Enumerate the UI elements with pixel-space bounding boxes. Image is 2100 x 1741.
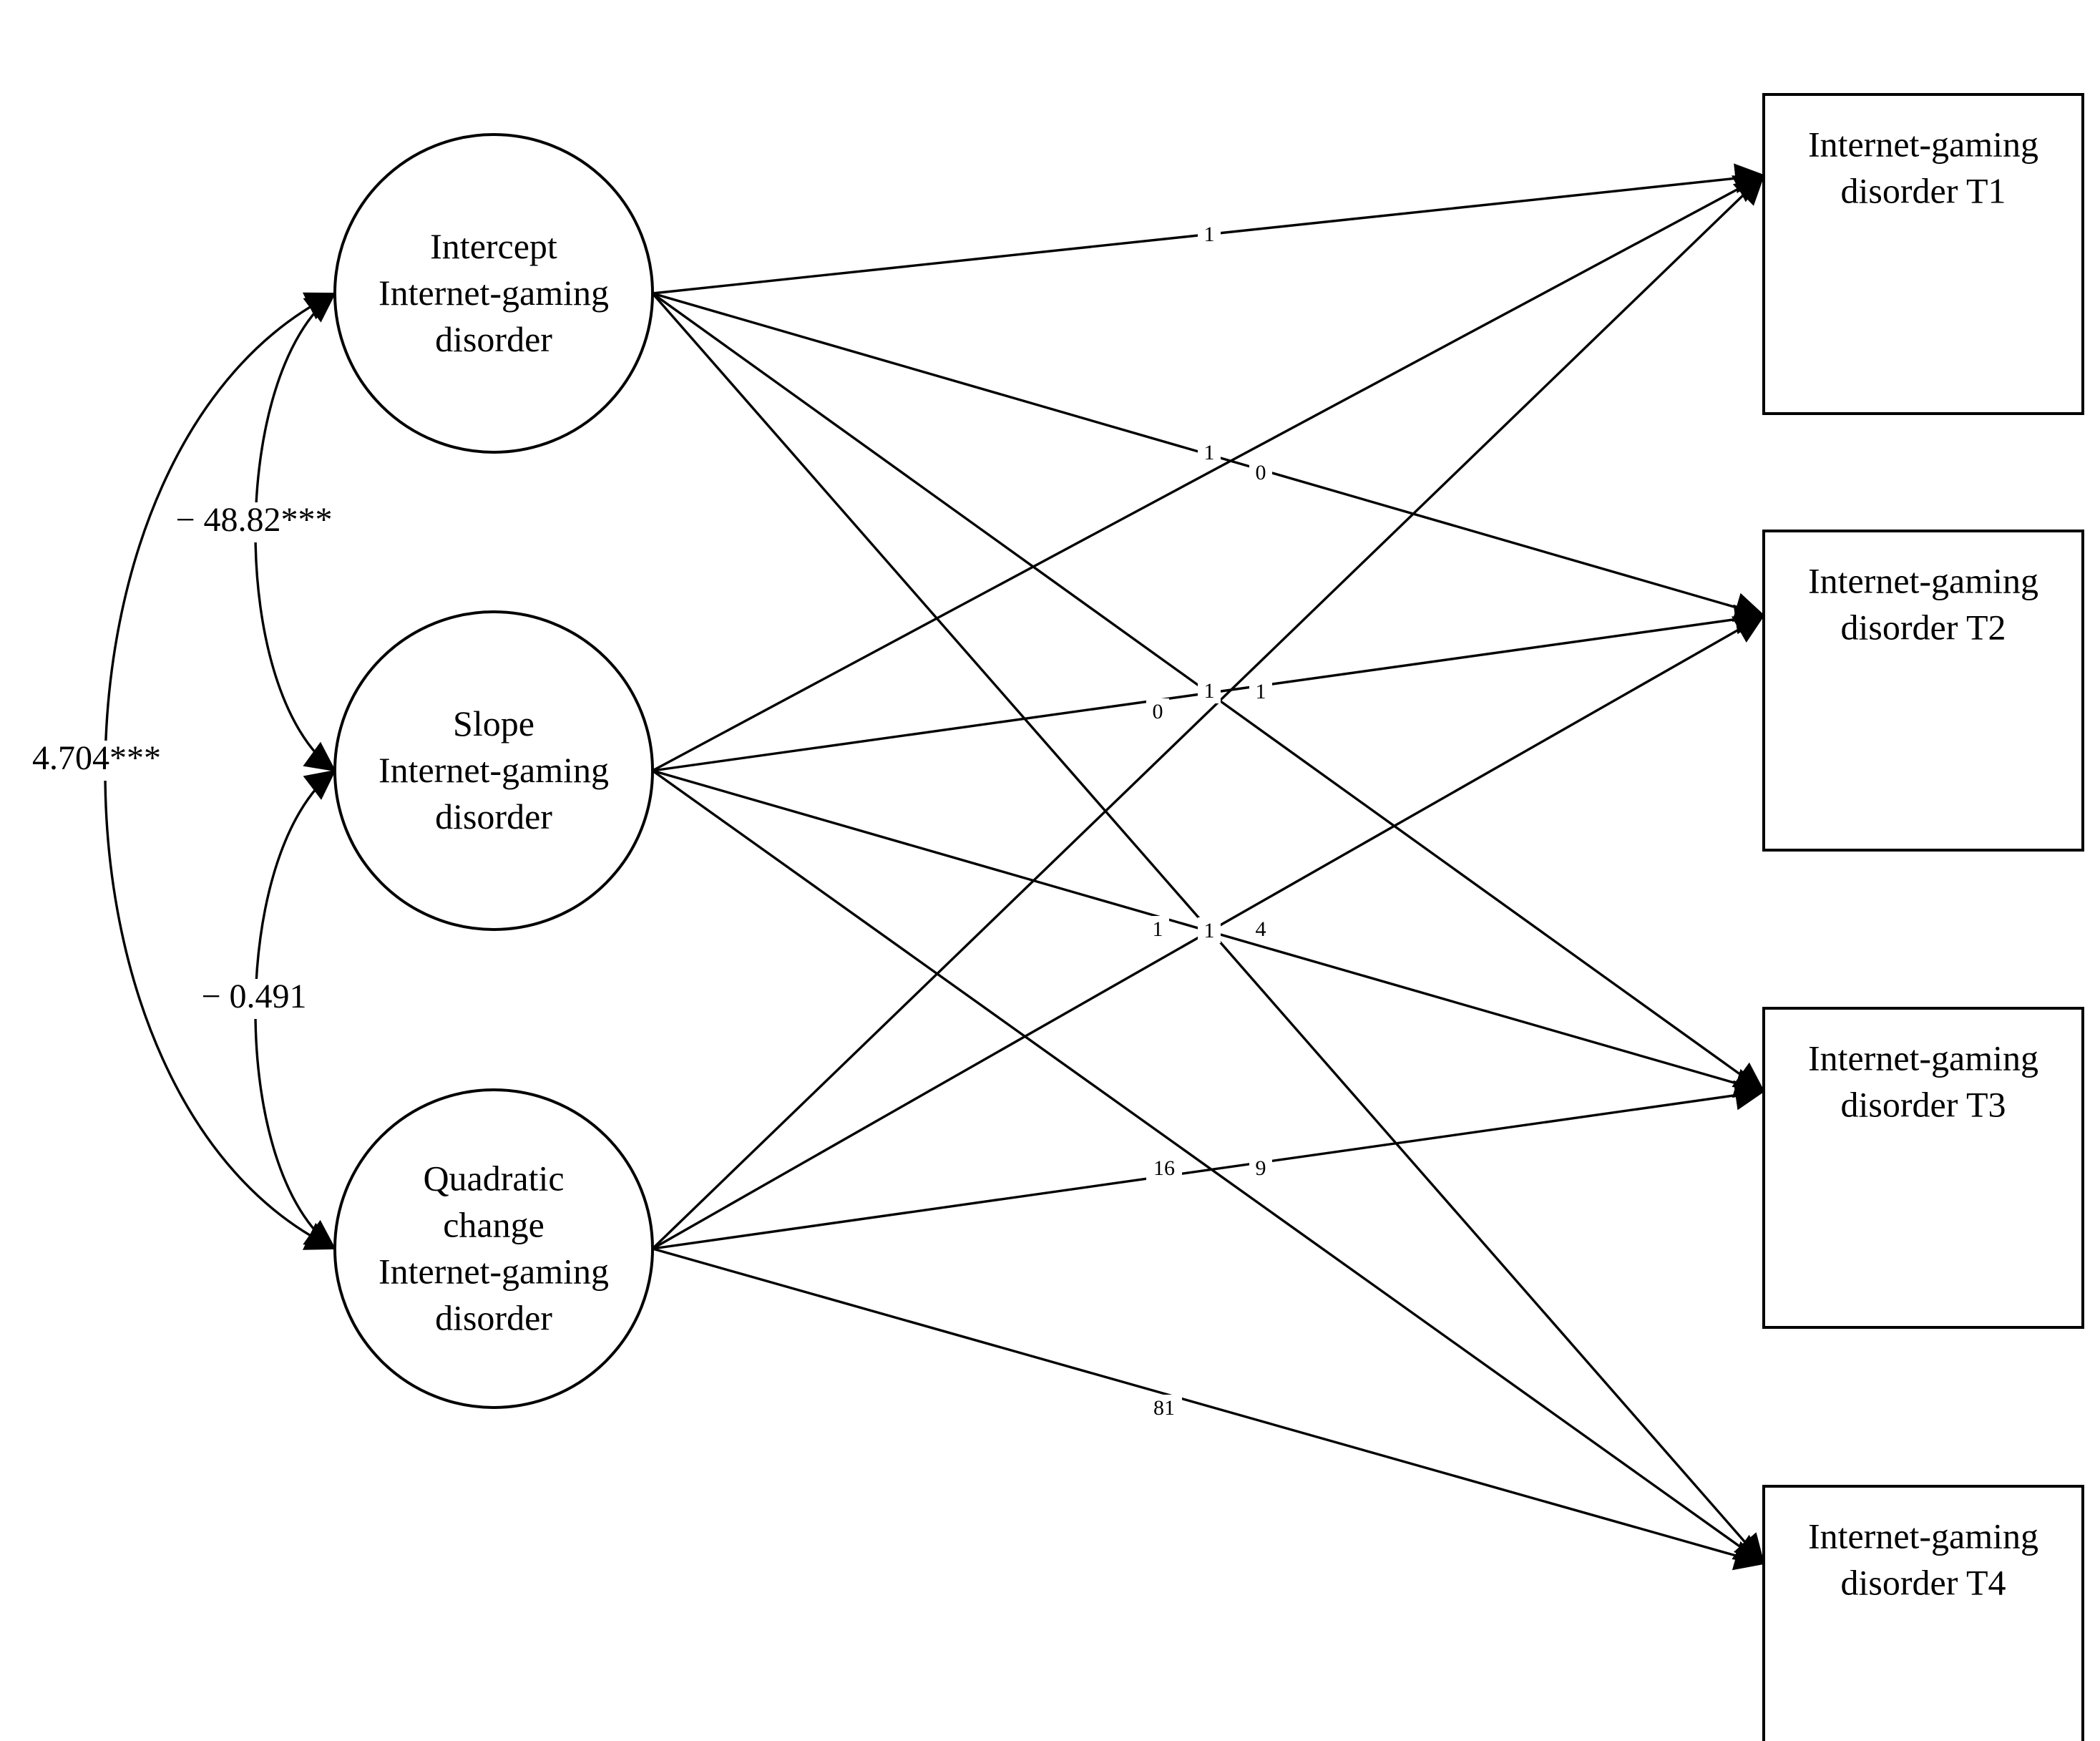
loading-label-bg	[1146, 916, 1169, 942]
covariance-label-bg	[22, 741, 171, 781]
latent-label-line: disorder	[435, 319, 552, 359]
latent-label-line: Slope	[453, 703, 534, 743]
loading-label-quadratic-t1: 0	[1153, 700, 1163, 723]
covariance-label-bg	[189, 979, 319, 1019]
latent-circle	[333, 1088, 654, 1409]
covariance-label-intercept-slope: − 48.82***	[175, 501, 332, 539]
loading-label-bg	[1249, 916, 1272, 942]
covariance-layer: − 48.82*** − 0.491 4.704***	[22, 292, 347, 1250]
latent-label-line: disorder	[435, 796, 552, 837]
loading-label-bg	[1249, 678, 1272, 704]
loading-label-bg	[1198, 917, 1221, 943]
loading-path-slope-t4	[652, 769, 1765, 1565]
loading-label-slope-t1: 0	[1256, 461, 1266, 484]
loading-label-bg	[1249, 459, 1272, 485]
latent-circle	[333, 610, 654, 931]
latent-circle	[333, 133, 654, 454]
loading-label-bg	[1249, 1155, 1272, 1181]
observed-label-line: Internet-gaming	[1808, 1516, 2038, 1556]
observed-label-line: disorder T4	[1841, 1563, 2006, 1603]
observed-label-line: Internet-gaming	[1808, 1038, 2038, 1078]
loading-label-slope-t3: 4	[1256, 917, 1266, 941]
observed-variable-t2: Internet-gaming disorder T2	[1762, 530, 2084, 852]
loading-path-slope-t1	[652, 174, 1765, 772]
loading-label-slope-t2: 1	[1256, 680, 1266, 703]
loading-label-slope-t4: 9	[1256, 1156, 1266, 1180]
observed-label-line: Internet-gaming	[1808, 561, 2038, 601]
loading-label-quadratic-t3: 16	[1153, 1156, 1175, 1180]
covariance-label-intercept-quadratic: 4.704***	[32, 739, 161, 777]
latent-label-line: Internet-gaming	[379, 273, 609, 313]
observed-variable-t3: Internet-gaming disorder T3	[1762, 1007, 2084, 1329]
latent-label-line: change	[443, 1205, 544, 1245]
observed-label-line: Internet-gaming	[1808, 125, 2038, 165]
loading-label-intercept-t1: 1	[1204, 223, 1215, 246]
loading-label-quadratic-t4: 81	[1153, 1396, 1175, 1420]
factor-loading-layer: 1 1 1 1 0 1 4 9 0 1 16 81	[651, 163, 1766, 1571]
loading-path-quadratic-t3	[652, 1080, 1766, 1250]
observed-variable-t1: Internet-gaming disorder T1	[1762, 93, 2084, 415]
latent-label-line: Quadratic	[423, 1159, 564, 1199]
observed-box	[1762, 1007, 2084, 1329]
loading-label-intercept-t3: 1	[1204, 679, 1215, 703]
loading-label-bg	[1146, 1395, 1182, 1420]
observed-label-line: disorder T3	[1841, 1085, 2006, 1125]
latent-label-line: disorder	[435, 1298, 552, 1338]
loading-label-bg	[1198, 221, 1221, 247]
observed-box	[1762, 1485, 2084, 1741]
loading-label-bg	[1198, 678, 1221, 703]
loading-label-bg	[1146, 698, 1169, 724]
latent-label-line: Internet-gaming	[379, 1252, 609, 1292]
node-layer: InterceptInternet-gamingdisorderSlopeInt…	[333, 93, 2084, 1741]
latent-label-line: Internet-gaming	[379, 750, 609, 790]
observed-label-line: disorder T1	[1841, 171, 2006, 211]
latent-label-line: Intercept	[430, 226, 557, 266]
loading-label-bg	[1198, 439, 1221, 465]
loading-label-bg	[1146, 1155, 1182, 1181]
observed-box	[1762, 93, 2084, 415]
loading-label-intercept-t4: 1	[1204, 919, 1215, 942]
loading-label-intercept-t2: 1	[1204, 441, 1215, 464]
observed-label-line: disorder T2	[1841, 608, 2006, 648]
observed-box	[1762, 530, 2084, 852]
loading-path-quadratic-t1	[651, 174, 1765, 1250]
loading-path-quadratic-t4	[652, 1247, 1766, 1571]
covariance-label-slope-quadratic: − 0.491	[201, 977, 306, 1015]
loading-label-quadratic-t2: 1	[1153, 917, 1163, 941]
observed-variable-t4: Internet-gaming disorder T4	[1762, 1485, 2084, 1741]
